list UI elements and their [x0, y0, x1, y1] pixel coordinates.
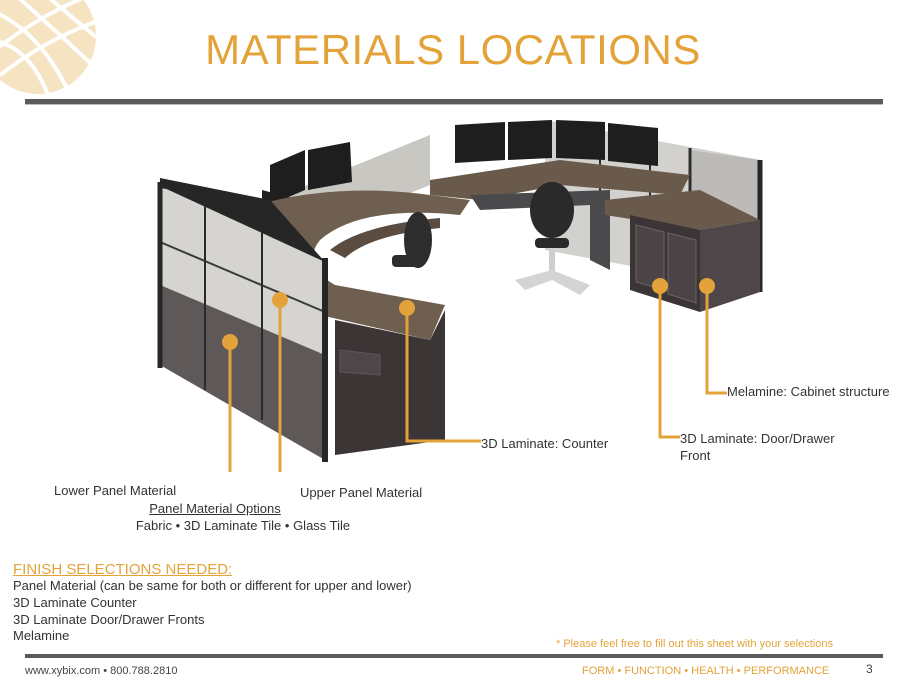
page-title: MATERIALS LOCATIONS	[205, 26, 701, 73]
finish-item: 3D Laminate Counter	[13, 595, 137, 610]
finish-heading: FINISH SELECTIONS NEEDED:	[13, 561, 233, 578]
xybix-globe-logo	[0, 0, 100, 100]
back-counter	[430, 160, 690, 200]
back-monitors	[455, 120, 658, 166]
upper-panel-leader	[278, 300, 282, 472]
door-label-line1: 3D Laminate: Door/Drawer	[680, 431, 835, 446]
lower-panel-leader	[228, 342, 232, 472]
footer-contact: www.xybix.com • 800.788.2810	[25, 665, 178, 677]
lower-panel-marker	[222, 334, 238, 350]
door-marker	[652, 278, 668, 294]
cabinet-leader	[705, 286, 727, 395]
counter-marker	[399, 300, 415, 316]
door-label-line2: Front	[680, 448, 711, 463]
finish-item: Melamine	[13, 628, 70, 643]
back-chair	[515, 182, 590, 295]
front-cabinet	[335, 310, 445, 455]
upper-panel-label: Upper Panel Material	[300, 485, 423, 500]
side-chair	[392, 212, 432, 268]
footer-tagline: FORM • FUNCTION • HEALTH • PERFORMANCE	[582, 665, 830, 677]
workstation-illustration	[157, 120, 763, 472]
finish-item: Panel Material (can be same for both or …	[13, 578, 412, 593]
lower-panel-label: Lower Panel Material	[54, 483, 177, 498]
panel-options-heading: Panel Material Options	[149, 501, 281, 516]
counter-label: 3D Laminate: Counter	[481, 436, 609, 451]
footer-divider	[25, 654, 883, 658]
door-leader	[658, 286, 680, 439]
fill-out-note: * Please feel free to fill out this shee…	[556, 638, 833, 650]
counter-leader	[405, 308, 481, 443]
title-divider	[25, 99, 883, 105]
finish-item: 3D Laminate Door/Drawer Fronts	[13, 612, 205, 627]
cabinet-marker	[699, 278, 715, 294]
cabinet-label: Melamine: Cabinet structure	[727, 384, 890, 399]
panel-options-list: Fabric • 3D Laminate Tile • Glass Tile	[135, 518, 351, 533]
upper-panel-marker	[272, 292, 288, 308]
page-number: 3	[866, 662, 873, 676]
